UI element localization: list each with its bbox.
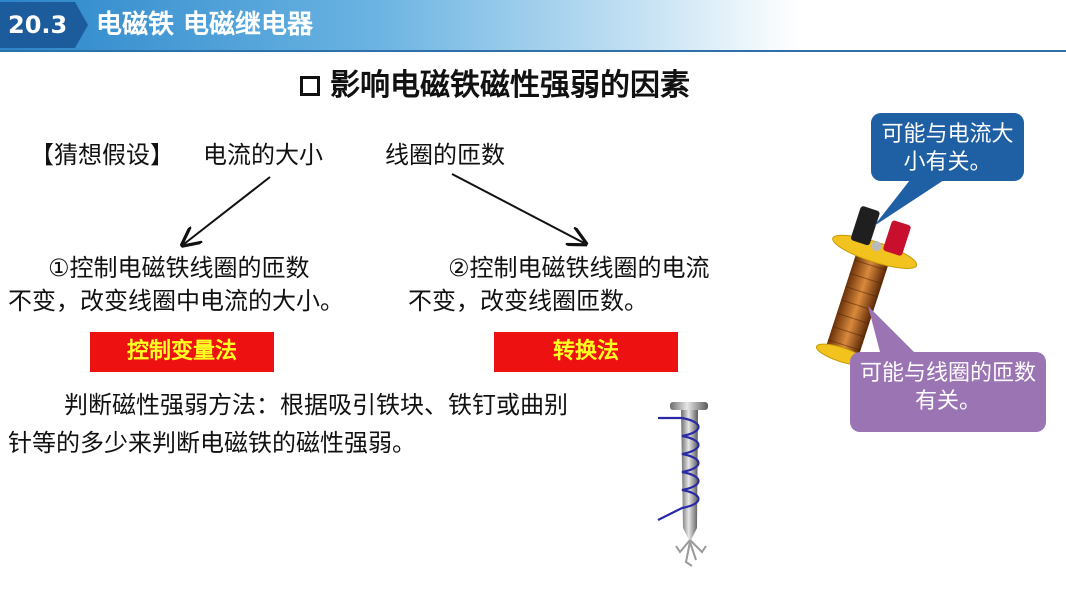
hypothesis-label: 【猜想假设】 (30, 141, 174, 169)
header-title: 电磁铁 电磁继电器 (96, 10, 314, 40)
header-divider (0, 50, 1066, 52)
method-control-variable: 控制变量法 (90, 332, 274, 372)
page-title: 影响电磁铁磁性强弱的因素 (300, 64, 690, 108)
experiment-2-line1: ②控制电磁铁线圈的电流 (448, 254, 710, 282)
nail-electromagnet-illustration (657, 402, 708, 567)
judgment-line2: 针等的多少来判断电磁铁的磁性强弱。 (8, 429, 416, 457)
header-bar (0, 0, 1066, 50)
callout-current: 可能与电流大小有关。 (871, 113, 1024, 181)
callout-pointer-blue (874, 180, 944, 226)
experiment-2-line2: 不变，改变线圈匝数。 (408, 287, 648, 315)
callout-turns: 可能与线圈的匝数有关。 (850, 352, 1046, 432)
black-terminal (850, 206, 880, 246)
center-bolt (871, 241, 882, 252)
experiment-1-line2: 不变，改变线圈中电流的大小。 (8, 287, 344, 315)
section-number-badge: 20.3 (0, 2, 88, 48)
square-bullet-icon (300, 76, 320, 96)
nail-shaft (681, 410, 698, 542)
hypothesis-current: 电流的大小 (203, 141, 323, 169)
method-conversion: 转换法 (494, 332, 678, 372)
copper-coil (826, 248, 890, 361)
coil-wire (657, 416, 700, 521)
callout-pointer-purple (868, 306, 914, 352)
nail-head (670, 402, 708, 410)
hypothesis-turns: 线圈的匝数 (385, 141, 505, 169)
paper-clips (675, 539, 707, 567)
red-terminal (883, 220, 911, 256)
judgment-line1: 判断磁性强弱方法：根据吸引铁块、铁钉或曲别 (64, 391, 568, 419)
experiment-1-line1: ①控制电磁铁线圈的匝数 (48, 254, 310, 282)
arrow-to-experiment-1 (184, 176, 271, 244)
page-title-text: 影响电磁铁磁性强弱的因素 (330, 68, 690, 103)
arrow-to-experiment-2 (451, 173, 584, 243)
